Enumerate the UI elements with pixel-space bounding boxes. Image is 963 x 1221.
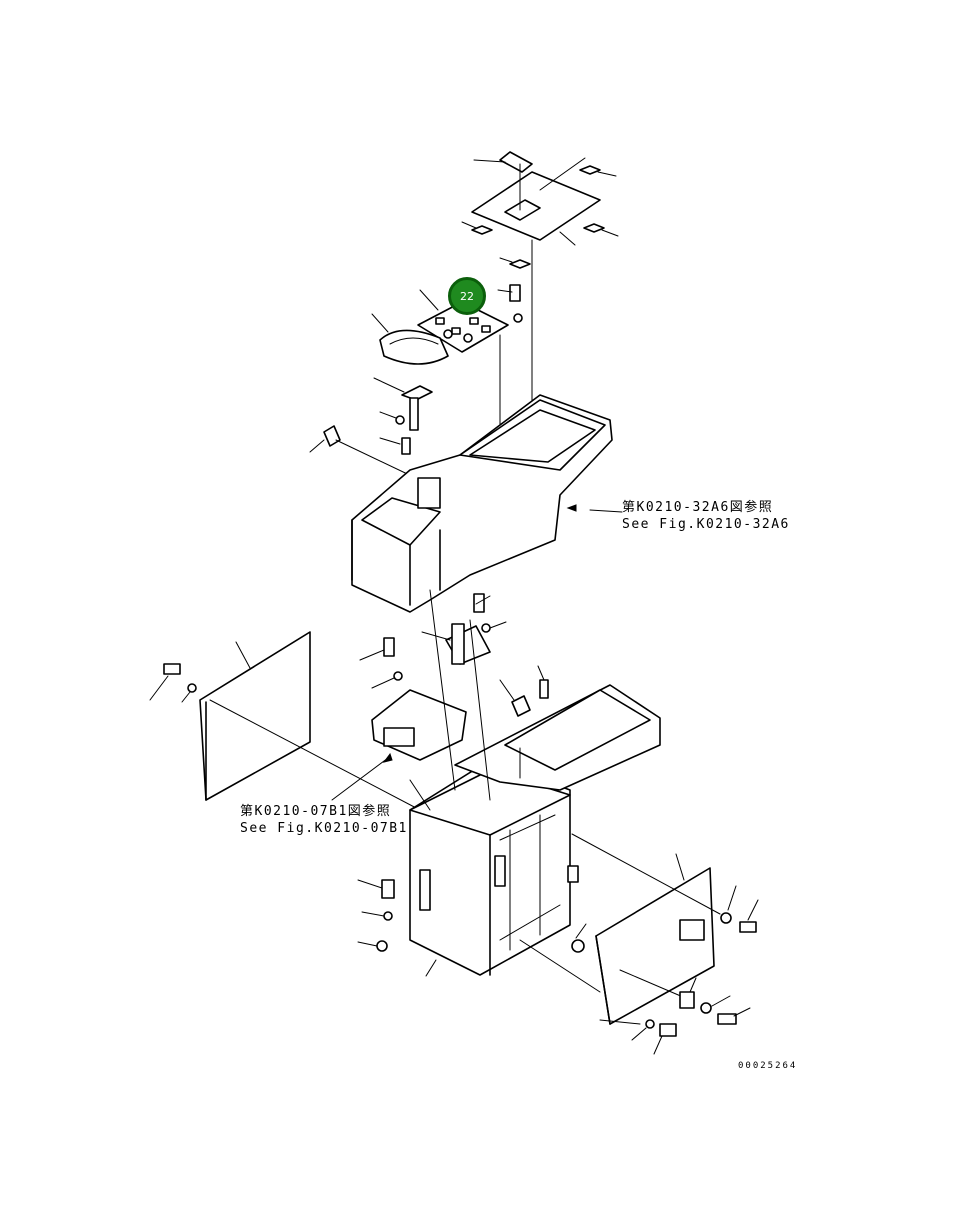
console-upper-housing [351,394,623,613]
lower-left-fasteners [357,879,437,977]
right-side-panel [519,833,721,1025]
left-side-panel [149,631,421,811]
middle-bracket [359,593,507,689]
armrest-cap [371,313,449,365]
small-bracket [309,377,433,481]
reference-label-upper-jp: 第K0210-32A6図参照 [622,500,774,515]
drawing-code: 00025264 [738,1061,798,1071]
assembly-axis-lines [409,589,491,811]
switch-panel-plate [417,284,523,481]
console-base-frame [409,759,579,976]
lower-mount-block [331,689,467,801]
reference-label-upper-en: See Fig.K0210-32A6 [622,517,790,532]
right-fasteners [631,885,759,1055]
reference-label-lower-en: See Fig.K0210-07B1 [240,821,408,836]
callout-badge-22[interactable]: 22 [448,277,486,315]
upper-frame-tray [454,665,661,791]
top-cover-plate [461,151,619,421]
reference-label-lower-jp: 第K0210-07B1図参照 [240,804,392,819]
